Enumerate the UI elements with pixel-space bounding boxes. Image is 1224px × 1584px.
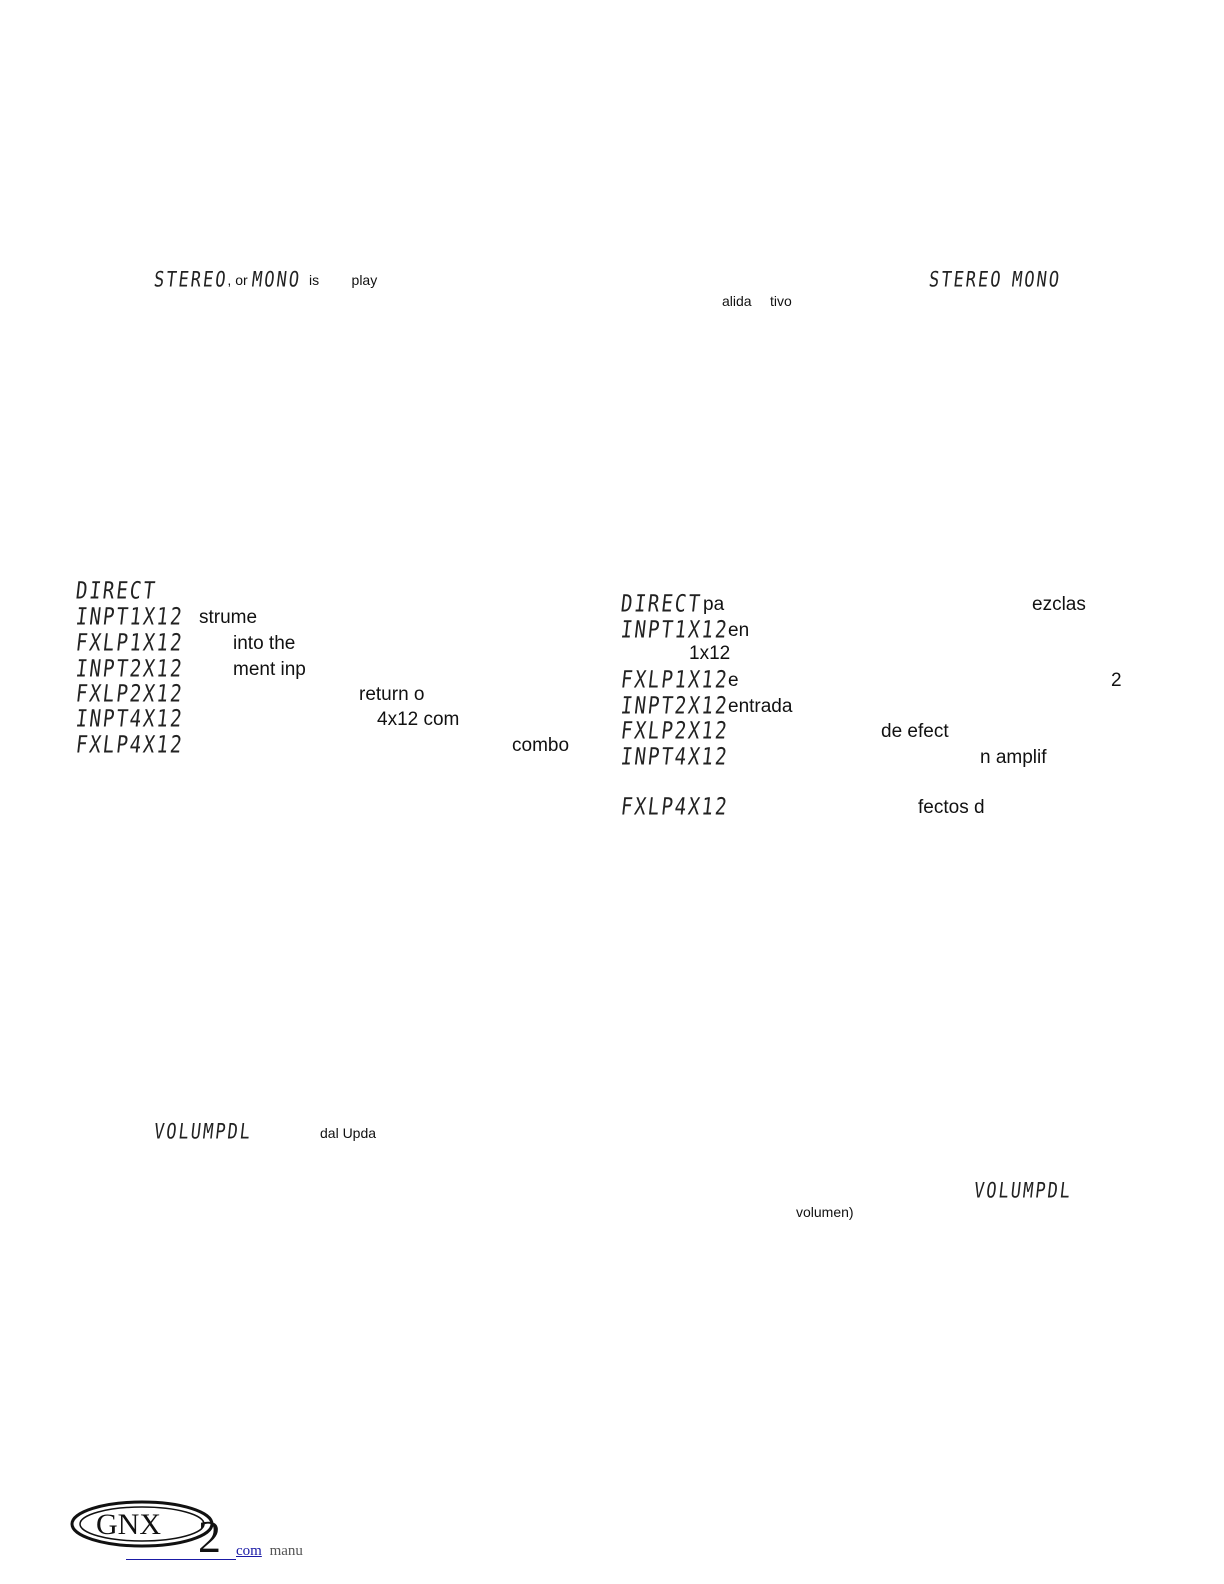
top-left-line: STEREO, or MONO is play [152,267,378,293]
text-pa: pa [703,594,725,615]
text-ment-inp: ment inp [233,659,306,680]
lcd-mono-es: MONO [1010,267,1063,293]
gnx2-logo-graphic: GNX 2 [70,1500,221,1562]
lcd-inpt1x12: INPT1X12 [74,603,186,631]
text-combo: combo [512,735,570,756]
text-de-efect: de efect [881,721,949,742]
lcd-direct: DIRECT [74,577,159,605]
lcd-volumpdl: VOLUMPDL [152,1119,254,1145]
lcd-fxlp4x12-es: FXLP4X12 [619,793,731,821]
separator: , or [227,272,252,288]
footer-link-underline [126,1559,236,1560]
lcd-fxlp1x12-es: FXLP1X12 [619,666,731,694]
lcd-direct-es: DIRECT [619,590,704,618]
lcd-stereo: STEREO [152,267,229,293]
text-fectos-d: fectos d [918,797,985,818]
lcd-fxlp2x12-es: FXLP2X12 [619,717,731,745]
lcd-fxlp2x12: FXLP2X12 [74,680,186,708]
footer-text: manu [269,1543,303,1559]
svg-text:GNX: GNX [96,1508,161,1541]
lcd-fxlp4x12: FXLP4X12 [74,731,186,759]
text-volumen: volumen) [796,1204,854,1220]
lcd-stereo-es: STEREO [927,267,1004,293]
lcd-volumpdl-es: VOLUMPDL [972,1178,1074,1204]
gnx2-logo: GNX 2 [70,1498,240,1562]
lcd-inpt4x12-es: INPT4X12 [619,743,731,771]
text-play: play [351,272,378,288]
text-dal-upda: dal Upda [320,1125,377,1141]
footer-link[interactable]: com [236,1543,262,1559]
text-into-the: into the [233,633,296,654]
svg-text:2: 2 [198,1511,221,1558]
text-e: e [728,670,739,691]
text-4x12-com: 4x12 com [377,709,460,730]
text-return-o: return o [359,684,425,705]
text-alida: alida [722,293,752,309]
text-strume: strume [199,607,258,628]
footer-line: com manu [126,1543,303,1560]
lcd-fxlp1x12: FXLP1X12 [74,629,186,657]
lcd-inpt2x12-es: INPT2X12 [619,692,731,720]
lcd-mono: MONO [250,267,302,293]
text-2: 2 [1111,670,1122,691]
text-n-amplif: n amplif [980,747,1047,768]
text-tivo: tivo [770,293,792,309]
lcd-inpt2x12: INPT2X12 [74,655,186,683]
text-en: en [728,620,750,641]
text-is: is [308,272,320,288]
text-ezclas: ezclas [1032,594,1086,615]
lcd-inpt4x12: INPT4X12 [74,705,186,733]
text-1x12: 1x12 [689,643,731,664]
lcd-inpt1x12-es: INPT1X12 [619,616,731,644]
text-entrada: entrada [728,696,793,717]
